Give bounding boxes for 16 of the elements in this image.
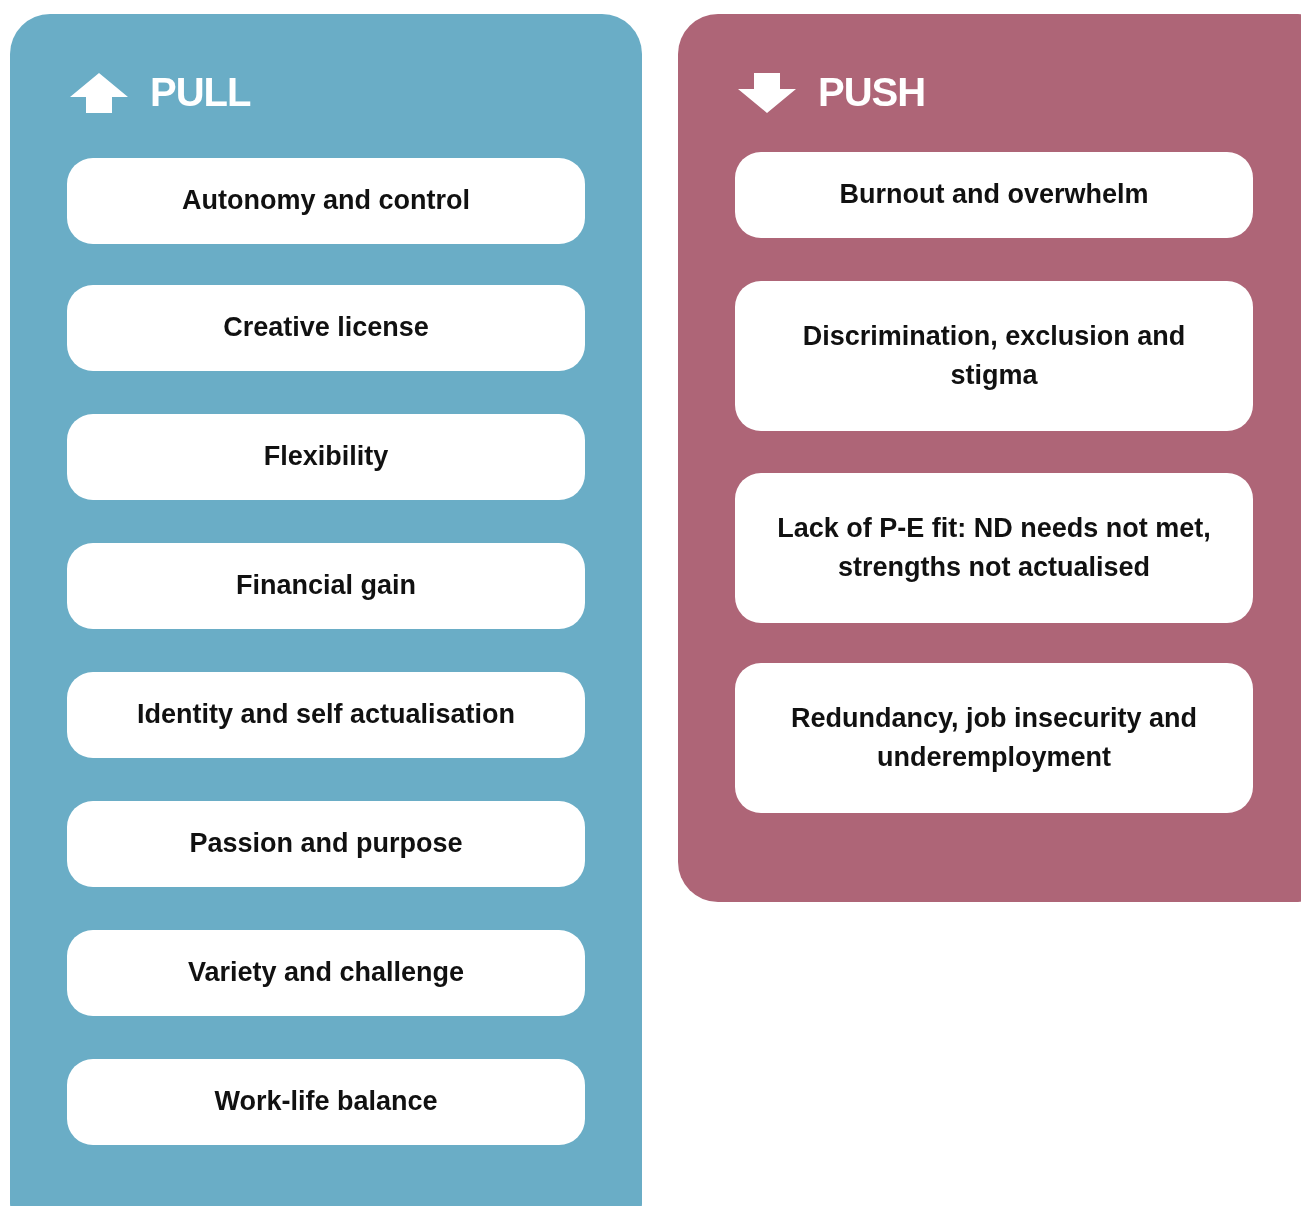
factor-card: Autonomy and control <box>67 158 585 244</box>
factor-card: Creative license <box>67 285 585 371</box>
factor-card: Burnout and overwhelm <box>735 152 1253 238</box>
factor-card: Work-life balance <box>67 1059 585 1145</box>
factor-card: Discrimination, exclusion and stigma <box>735 281 1253 431</box>
factor-card: Variety and challenge <box>67 930 585 1016</box>
category-panel <box>678 14 1301 902</box>
panel-heading: PULL <box>150 70 251 115</box>
factor-card: Redundancy, job insecurity and underemployment <box>735 663 1253 813</box>
factor-card: Lack of P-E fit: ND needs not met, strengths not actualised <box>735 473 1253 623</box>
factor-card: Passion and purpose <box>67 801 585 887</box>
factor-card: Financial gain <box>67 543 585 629</box>
factor-card: Identity and self actualisation <box>67 672 585 758</box>
factor-card: Flexibility <box>67 414 585 500</box>
panel-heading: PUSH <box>818 70 926 115</box>
category-panel <box>10 14 642 1206</box>
